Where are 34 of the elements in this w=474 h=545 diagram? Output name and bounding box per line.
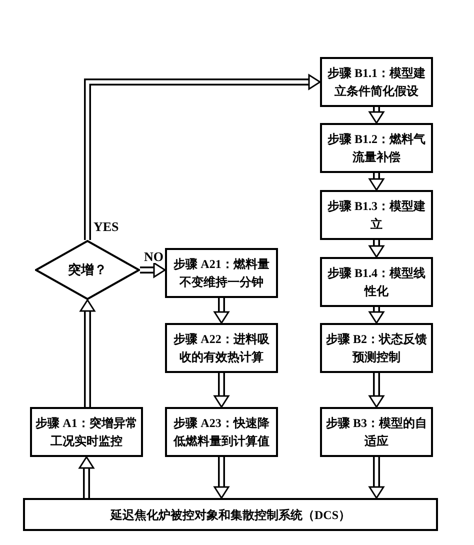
arrow [84,74,322,240]
step-text: 延迟焦化炉被控对象和集散控制系统（DCS） [110,506,350,524]
step-text: 步骤 B1.2：燃料气流量补偿 [326,131,426,166]
step-text: 步骤 B1.4：模型线性化 [326,265,426,300]
decision-text: 突增？ [68,261,107,280]
arrow [368,373,385,408]
process-box [320,190,433,240]
process-box [165,248,278,298]
process-box [320,407,433,457]
process-box [30,407,143,457]
arrow [78,456,95,498]
step-text: 步骤 A23：快速降低燃料量到计算值 [172,415,270,450]
arrow [79,298,96,407]
arrow [368,457,385,500]
edge-label: YES [92,220,120,233]
process-box [320,323,433,373]
step-text: 步骤 B1.3：模型建立 [326,198,426,233]
process-box [320,123,433,173]
decision-diamond [35,240,140,300]
process-box [320,57,433,107]
step-text: 步骤 A21：燃料量不变维持一分钟 [172,256,270,291]
arrow [213,373,230,408]
arrow [213,457,230,500]
edge-label: NO [143,250,164,263]
step-text: 步骤 A1：突增异常工况实时监控 [35,415,138,450]
step-text: 步骤 B3：模型的自适应 [325,415,428,450]
process-box [165,407,278,457]
process-box [320,257,433,307]
arrow [213,298,230,324]
step-text: 步骤 B1.1：模型建立条件简化假设 [326,65,426,100]
step-text: 步骤 A22：进料吸收的有效热计算 [172,331,270,366]
arrow [140,262,166,278]
step-text: 步骤 B2：状态反馈预测控制 [325,331,428,366]
process-box [165,323,278,373]
